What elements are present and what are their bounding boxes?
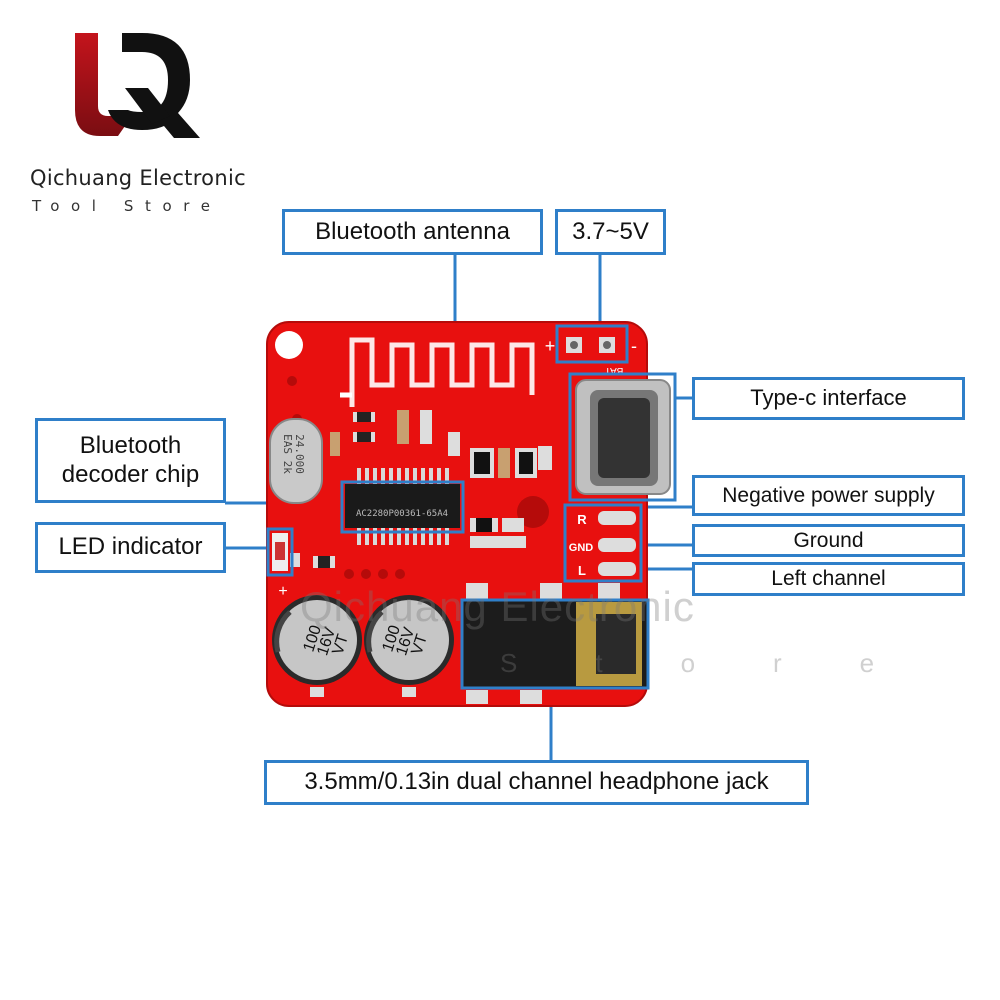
pad-gnd [598,538,636,552]
pinR-text: R [577,512,587,527]
callout-label: Bluetooth antenna [315,217,510,245]
watermark-subtext: Store [500,648,953,678]
callout-label-line2: decoder chip [61,460,200,488]
pinGND-text: GND [569,542,594,554]
antenna-trace [349,337,535,407]
capacitor-series-text: VT [329,632,352,657]
batminus-text: - [631,336,637,356]
callout-label: 3.7~5V [572,217,649,245]
callout-label: Type-c interface [750,385,907,411]
mounting-hole [275,331,303,359]
batlbl-text: BAT [605,365,624,376]
callout-label: Negative power supply [722,483,935,507]
brand-name: Qichuang Electronic [30,166,246,190]
decoder-chip [345,484,460,528]
brand-logo [75,33,200,138]
chiptext-text: AC2280P00361-65A4 [356,509,448,519]
callout-label: 3.5mm/0.13in dual channel headphone jack [304,768,769,796]
crystal [269,418,323,504]
xtal2-text: EAS 2k [281,434,294,474]
capacitor-series-text: VT [408,632,431,657]
callout-left-channel: Left channel [692,562,965,596]
callout-decoder-chip: Bluetooth decoder chip [35,418,226,503]
callout-headphone-jack: 3.5mm/0.13in dual channel headphone jack [264,760,809,805]
ledplus-text: + [278,583,287,600]
headphone-jack [460,583,650,704]
callout-label: Left channel [771,567,886,591]
chip-pins [357,468,449,545]
pad-l [598,562,636,576]
callout-ground: Ground [692,524,965,557]
pad-r [598,511,636,525]
capacitor-left: 100 16V VT [272,595,362,697]
callout-label-line1: Bluetooth [79,431,182,459]
pinL-text: L [578,563,586,578]
callout-negative-power: Negative power supply [692,475,965,516]
xtal1-text: 24.000 [293,434,306,474]
callout-led-indicator: LED indicator [35,522,226,573]
smd-components [290,410,552,579]
brand-tagline: Tool Store [32,197,222,215]
capacitor-right: 100 16V VT [364,595,454,697]
callout-voltage: 3.7~5V [555,209,666,255]
batplus-text: + [545,336,556,356]
callout-bluetooth-antenna: Bluetooth antenna [282,209,543,255]
callout-typec-interface: Type-c interface [692,377,965,420]
callout-label: LED indicator [58,533,203,561]
watermark-text: Qichuang Electronic [300,583,695,630]
callout-label: Ground [793,528,864,552]
